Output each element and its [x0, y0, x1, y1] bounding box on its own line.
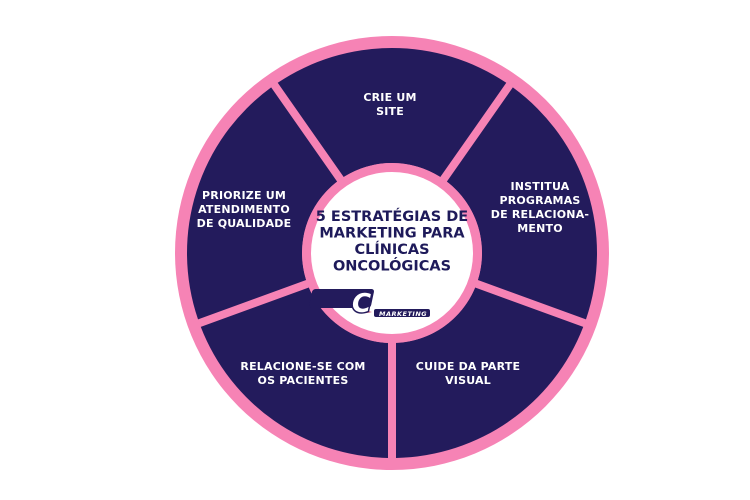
segment-relacione-se: [200, 287, 388, 458]
segment-label-line: RELACIONE-SE COM: [240, 360, 365, 373]
segment-label-line: PROGRAMAS: [499, 194, 580, 207]
segment-label-line: VISUAL: [445, 374, 491, 387]
segment-label-line: CRIE UM: [363, 91, 416, 104]
segment-label-line: ATENDIMENTO: [198, 203, 290, 216]
segment-label-line: CUIDE DA PARTE: [416, 360, 520, 373]
center-title-line: 5 ESTRATÉGIAS DE: [316, 208, 468, 225]
segment-label-line: INSTITUA: [510, 180, 569, 193]
logo-sub-background: [374, 309, 430, 317]
segment-label-line: MENTO: [517, 222, 563, 235]
segment-label-line: SITE: [376, 105, 404, 118]
cnow-marketing-logo: C NOW MARKETING: [309, 288, 430, 321]
logo-letter: C: [352, 289, 371, 319]
center-title-line: ONCOLÓGICAS: [333, 257, 451, 275]
logo-word-background: [309, 289, 375, 308]
segment-label-line: PRIORIZE UM: [202, 189, 286, 202]
center-title-line: CLÍNICAS: [354, 241, 429, 258]
segment-priorize-atendimento: [187, 87, 338, 320]
center-title-line: MARKETING PARA: [319, 226, 465, 242]
segment-institua-programas: [446, 87, 597, 320]
segment-crie-um-site: [277, 48, 507, 178]
segment-cuide-da-parte-visual: [396, 287, 584, 458]
segment-label-line: OS PACIENTES: [258, 374, 349, 387]
logo-subtitle: MARKETING: [379, 310, 427, 318]
segment-label-line: DE RELACIONA-: [491, 208, 589, 221]
logo-word: NOW: [374, 289, 420, 308]
segment-label-line: DE QUALIDADE: [197, 217, 292, 230]
